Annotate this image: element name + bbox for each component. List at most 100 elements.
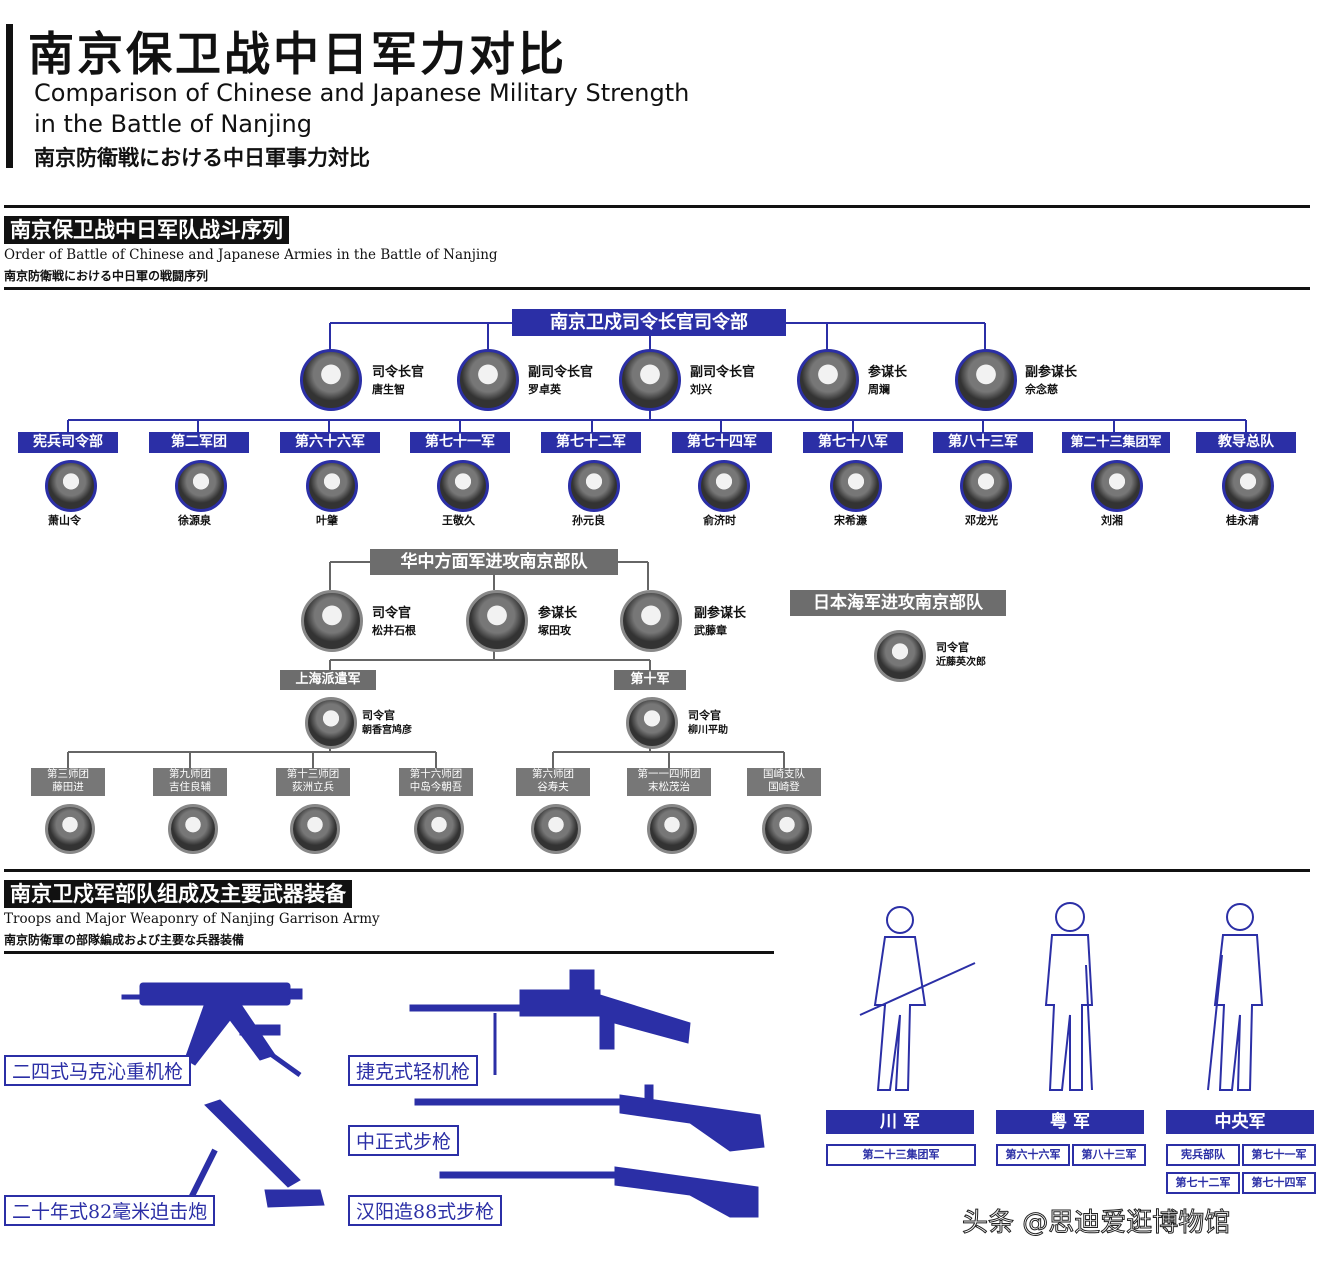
- unit-box: 第二十三集团军: [1062, 432, 1170, 453]
- division-box: 第三师团藤田进: [31, 768, 105, 796]
- section2-top-rule: [4, 869, 1310, 872]
- unit-box: 第七十一军: [410, 432, 510, 453]
- unit-box: 教导总队: [1196, 432, 1296, 453]
- troop-unit-label: 第六十六军: [996, 1144, 1070, 1166]
- weapon-label: 二十年式82毫米迫击炮: [4, 1195, 216, 1226]
- rifle-icon: [414, 1084, 765, 1152]
- mortar-icon: [187, 1099, 325, 1208]
- unit-box: 第七十八军: [803, 432, 903, 453]
- troop-group-label: 粤 军: [996, 1110, 1144, 1134]
- central-army-soldier-icon: [1207, 903, 1264, 1091]
- commander-portrait: [45, 460, 97, 512]
- commander-portrait: [568, 460, 620, 512]
- commander-caption: 司令官朝香宫鸠彦: [362, 709, 412, 736]
- commander-portrait: [175, 460, 227, 512]
- commander-portrait: [619, 349, 681, 411]
- unit-box: 第八十三军: [933, 432, 1033, 453]
- weapon-label: 捷克式轻机枪: [348, 1055, 479, 1086]
- commander-portrait: [457, 349, 519, 411]
- commander-portrait: [698, 460, 750, 512]
- troop-unit-label: 第八十三军: [1072, 1144, 1146, 1166]
- unit-box: 第七十四军: [672, 432, 772, 453]
- weapon-label: 汉阳造88式步枪: [348, 1195, 503, 1226]
- troop-unit-label: 第七十四军: [1242, 1172, 1316, 1194]
- page-title-english: Comparison of Chinese and Japanese Milit…: [34, 78, 689, 140]
- commander-portrait: [531, 804, 581, 854]
- troop-group-label: 川 军: [826, 1110, 974, 1134]
- commander-caption: 参谋长塚田攻: [538, 606, 578, 637]
- commander-portrait: [45, 804, 95, 854]
- commander-portrait: [290, 804, 340, 854]
- weapon-label: 二四式马克沁重机枪: [4, 1055, 192, 1086]
- commander-name: 王敬久: [442, 514, 475, 527]
- chinese-hq-box: 南京卫戍司令长官司令部: [512, 309, 786, 336]
- commander-portrait: [960, 460, 1012, 512]
- commander-portrait: [626, 697, 678, 749]
- commander-name: 宋希濂: [834, 514, 867, 527]
- page-title-japanese: 南京防衛戦における中日軍事力対比: [34, 145, 370, 170]
- commander-name: 邓龙光: [965, 514, 998, 527]
- weapon-label: 中正式步枪: [348, 1125, 460, 1156]
- page-title-english-line2: in the Battle of Nanjing: [34, 110, 312, 138]
- commander-caption: 副参谋长佘念慈: [1025, 365, 1078, 396]
- division-box: 第十三师团荻洲立兵: [276, 768, 350, 796]
- commander-portrait: [620, 590, 682, 652]
- division-box: 第十六师团中岛今朝吾: [399, 768, 473, 796]
- commander-portrait: [647, 804, 697, 854]
- troop-unit-label: 第二十三集团军: [826, 1144, 976, 1166]
- commander-portrait: [305, 697, 357, 749]
- army-box: 第十军: [614, 670, 686, 690]
- section1-top-rule: [4, 205, 1310, 208]
- commander-name: 叶肇: [316, 514, 338, 527]
- unit-box: 宪兵司令部: [18, 432, 118, 453]
- commander-caption: 司令官柳川平助: [688, 709, 728, 736]
- division-box: 第一一四师团末松茂治: [627, 768, 711, 796]
- commander-name: 萧山令: [48, 514, 81, 527]
- commander-portrait: [797, 349, 859, 411]
- section2-title: 南京卫戍军部队组成及主要武器装备: [4, 880, 352, 908]
- japanese-army-box: 华中方面军进攻南京部队: [370, 549, 618, 575]
- commander-portrait: [762, 804, 812, 854]
- division-box: 第六师团谷寿夫: [516, 768, 590, 796]
- page-title-english-line1: Comparison of Chinese and Japanese Milit…: [34, 79, 690, 107]
- commander-portrait: [874, 630, 926, 682]
- commander-name: 俞济时: [703, 514, 736, 527]
- commander-portrait: [300, 349, 362, 411]
- commander-caption: 参谋长周斓: [868, 365, 908, 396]
- sichuan-soldier-icon: [859, 906, 976, 1091]
- light-machine-gun-icon: [409, 969, 691, 1075]
- soldiers-illustration: [859, 902, 1264, 1091]
- commander-portrait: [168, 804, 218, 854]
- commander-portrait: [955, 349, 1017, 411]
- division-box: 国崎支队国崎登: [747, 768, 821, 796]
- troop-group-label: 中央军: [1166, 1110, 1314, 1134]
- commander-caption: 司令官近藤英次郎: [936, 641, 986, 668]
- section1-bottom-rule: [4, 287, 1310, 290]
- section2-bottom-rule: [4, 951, 774, 954]
- section2-subtitle-japanese: 南京防衛軍の部隊編成および主要な兵器装備: [4, 933, 245, 947]
- commander-portrait: [466, 590, 528, 652]
- section1-subtitle-japanese: 南京防衛戦における中日軍の戦闘序列: [4, 269, 209, 283]
- commander-caption: 副参谋长武藤章: [694, 606, 747, 637]
- commander-portrait: [1222, 460, 1274, 512]
- maxim-machine-gun-icon: [121, 982, 303, 1078]
- commander-caption: 副司令长官罗卓英: [528, 365, 594, 396]
- division-box: 第九师团吉住良辅: [153, 768, 227, 796]
- commander-portrait: [1091, 460, 1143, 512]
- troop-unit-label: 第七十二军: [1166, 1172, 1240, 1194]
- commander-portrait: [301, 590, 363, 652]
- commander-caption: 副司令长官刘兴: [690, 365, 756, 396]
- commander-portrait: [830, 460, 882, 512]
- commander-portrait: [414, 804, 464, 854]
- troop-unit-label: 第七十一军: [1242, 1144, 1316, 1166]
- weapons-illustration: [121, 969, 765, 1218]
- section2-subtitle-english: Troops and Major Weaponry of Nanjing Gar…: [4, 911, 380, 927]
- commander-name: 孙元良: [572, 514, 605, 527]
- commander-name: 刘湘: [1101, 514, 1123, 527]
- commander-caption: 司令官松井石根: [372, 606, 416, 637]
- page-title: 南京保卫战中日军力对比: [28, 27, 567, 81]
- rifle-icon: [439, 1166, 759, 1218]
- troop-unit-label: 宪兵部队: [1166, 1144, 1240, 1166]
- commander-name: 桂永清: [1226, 514, 1259, 527]
- title-accent-bar: [6, 24, 13, 168]
